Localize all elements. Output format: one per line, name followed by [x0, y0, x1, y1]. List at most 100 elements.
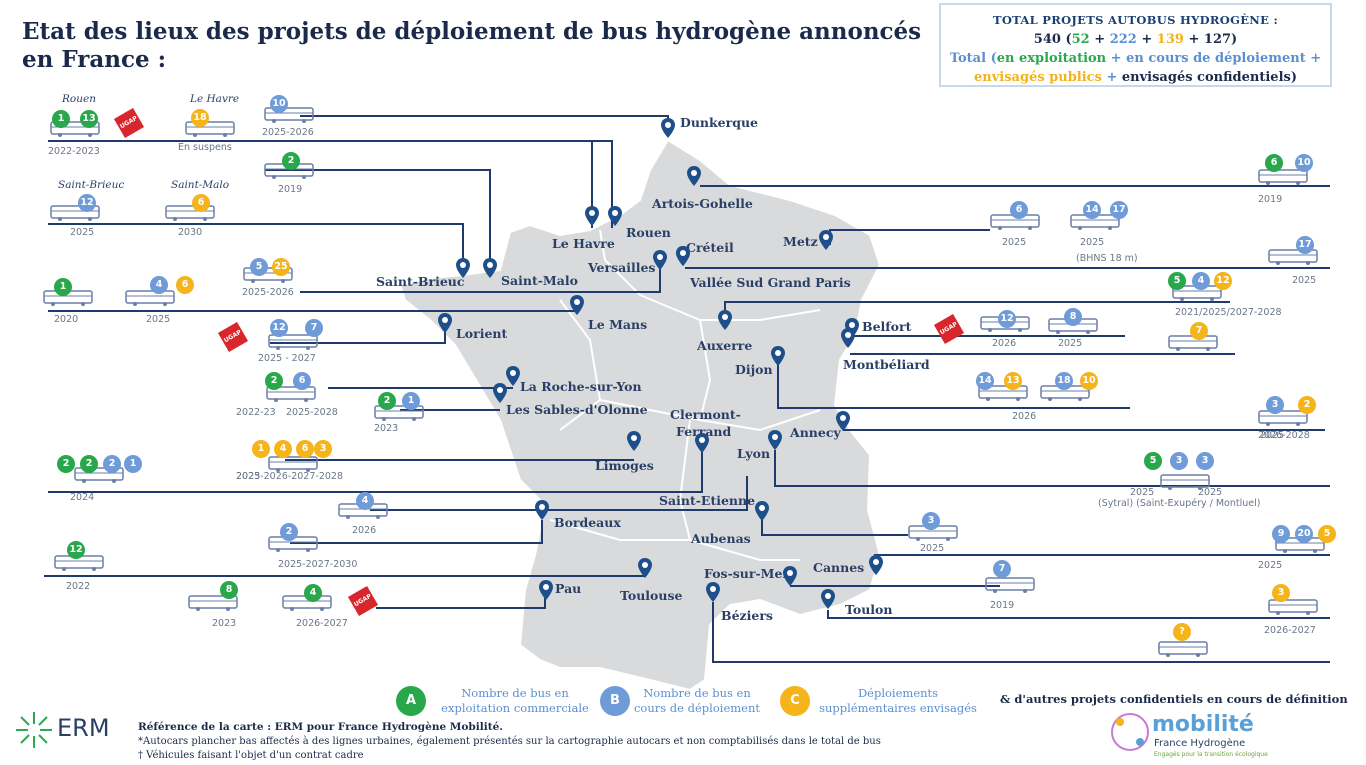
legend-a-circle: A	[396, 686, 426, 716]
map-pin-icon	[585, 206, 601, 226]
total-legend-line: Total (en exploitation + en cours de dép…	[949, 51, 1322, 85]
bus-icon	[985, 576, 1035, 594]
year-label: 2025	[1058, 338, 1083, 349]
city-label: Les Sables-d'Olonne	[506, 402, 648, 417]
year-label: 2026	[1012, 411, 1037, 422]
bus-icon	[1268, 248, 1318, 266]
count-badge: 18	[191, 109, 209, 127]
count-badge: 17	[1296, 236, 1314, 254]
map-pin-icon	[627, 431, 643, 451]
year-label: 2019	[278, 184, 303, 195]
count-badge: 1	[124, 455, 142, 473]
bus-icon	[1258, 409, 1308, 427]
count-badge: 4	[356, 492, 374, 510]
map-pin-icon	[676, 246, 692, 266]
bus-icon	[125, 289, 175, 307]
count-badge: 2	[80, 455, 98, 473]
year-label: 2025-2027-2030	[278, 559, 358, 570]
count-badge: 3	[1272, 584, 1290, 602]
count-badge: 4	[304, 584, 322, 602]
map-pin-icon	[836, 411, 852, 431]
map-pin-icon	[608, 206, 624, 226]
count-badge: 3	[922, 512, 940, 530]
city-label: Toulouse	[620, 588, 683, 603]
city-label: Saint-Malo	[501, 273, 578, 288]
city-label: Le Mans	[588, 317, 648, 332]
city-label: Le Havre	[552, 236, 615, 251]
bus-icon	[1160, 473, 1210, 491]
legend-c-circle: C	[780, 686, 810, 716]
year-label: 2025-2026	[242, 287, 294, 298]
year-label: 2025	[146, 314, 171, 325]
small-city-label: Saint-Malo	[171, 179, 230, 191]
count-badge: 12	[998, 310, 1016, 328]
reference-notes: Référence de la carte : ERM pour France …	[138, 720, 881, 763]
year-label: 2025 - 2027	[258, 353, 316, 364]
count-badge: ?	[1173, 623, 1191, 641]
year-label: 2026	[352, 525, 377, 536]
year-label: 2023	[212, 618, 237, 629]
city-label: Pau	[555, 581, 582, 596]
map-pin-icon	[783, 566, 799, 586]
count-badge: 2	[280, 523, 298, 541]
count-badge: 18	[1055, 372, 1073, 390]
year-label: 2026	[992, 338, 1017, 349]
count-badge: 6	[1265, 154, 1283, 172]
map-pin-icon	[661, 118, 677, 138]
map-pin-icon	[456, 258, 472, 278]
count-badge: 2	[103, 455, 121, 473]
city-label: Aubenas	[691, 531, 751, 546]
year-label: 2022	[66, 581, 91, 592]
year-label: En suspens	[178, 142, 232, 153]
city-label: Saint-Etienne	[659, 493, 756, 508]
bus-icon	[978, 384, 1028, 402]
map-pin-icon	[438, 313, 454, 333]
count-badge: 20	[1295, 525, 1313, 543]
legend-c-text: Déploiements supplémentaires envisagés	[819, 686, 977, 715]
count-badge: 1	[402, 392, 420, 410]
map-pin-icon	[819, 230, 835, 250]
city-label: Metz	[783, 234, 818, 249]
year-label: 2025-2026	[262, 127, 314, 138]
count-badge: 6	[192, 194, 210, 212]
bus-icon	[188, 594, 238, 612]
year-label: 2026-2027	[1264, 625, 1316, 636]
count-badge: 4	[1192, 272, 1210, 290]
count-badge: 14	[1083, 201, 1101, 219]
count-badge: 12	[1214, 272, 1232, 290]
count-badge: 2	[1298, 396, 1316, 414]
reference-line3: † Véhicules faisant l'objet d'un contrat…	[138, 750, 364, 761]
map-pin-icon	[771, 346, 787, 366]
city-label: Dijon	[735, 362, 773, 377]
count-badge: 6	[1010, 201, 1028, 219]
reference-line2: *Autocars plancher bas affectés à des li…	[138, 736, 881, 747]
map-pin-icon	[695, 433, 711, 453]
bus-icon	[1158, 640, 1208, 658]
map-pin-icon	[687, 166, 703, 186]
count-badge: 10	[1295, 154, 1313, 172]
map-pin-icon	[718, 310, 734, 330]
map-pin-icon	[706, 582, 722, 602]
small-city-label: Saint-Brieuc	[58, 179, 125, 191]
count-badge: 7	[1190, 322, 1208, 340]
bus-icon	[266, 385, 316, 403]
mobilite-sub: France Hydrogène	[1154, 738, 1246, 749]
count-badge: 2	[265, 372, 283, 390]
bus-icon	[185, 120, 235, 138]
count-badge: 17	[1110, 201, 1128, 219]
year-label: 2025	[1130, 487, 1155, 498]
city-label: Créteil	[686, 240, 734, 255]
count-badge: 13	[80, 110, 98, 128]
map-pin-icon	[768, 430, 784, 450]
year-label: 2025	[1198, 487, 1223, 498]
city-label: La Roche-sur-Yon	[520, 379, 642, 394]
year-label: 2021/2025/2027-2028	[1175, 307, 1282, 318]
city-label: Lyon	[737, 446, 771, 461]
legend-a-text: Nombre de bus en exploitation commercial…	[441, 686, 589, 715]
bus-icon	[374, 404, 424, 422]
city-label: Annecy	[790, 425, 841, 440]
count-badge: 4	[274, 440, 292, 458]
bus-icon	[1258, 168, 1308, 186]
total-sum-line: 540 (52 + 222 + 139 + 127)	[1033, 32, 1238, 47]
bus-icon	[264, 106, 314, 124]
